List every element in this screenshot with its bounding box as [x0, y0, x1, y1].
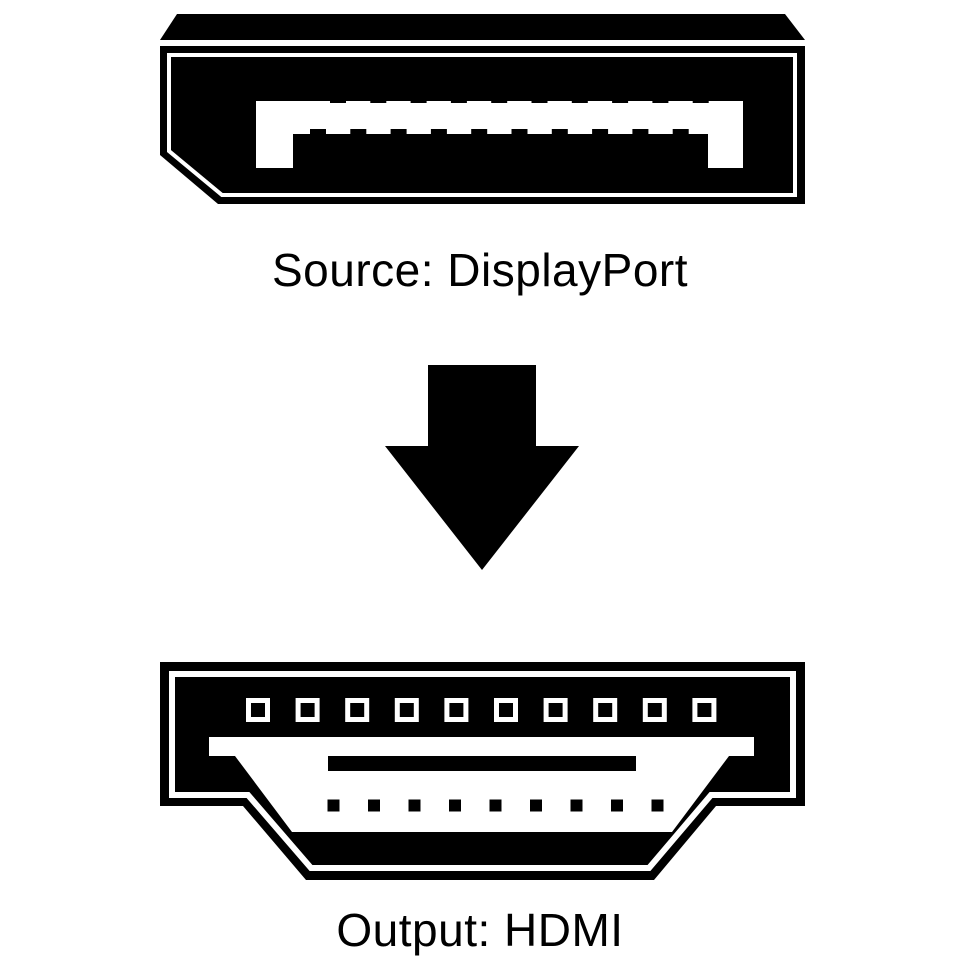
displayport-pins-top — [330, 94, 709, 103]
connector-pin — [652, 94, 669, 103]
hdmi-connector-icon — [160, 662, 805, 880]
connector-pin — [350, 129, 367, 138]
connector-pin — [444, 794, 466, 817]
connector-pin — [692, 94, 709, 103]
connector-pin — [593, 698, 618, 722]
connector-pin — [330, 94, 346, 103]
connector-pin — [444, 698, 469, 722]
connector-pin — [246, 698, 270, 722]
connector-pin — [363, 794, 385, 817]
hdmi-center-bar — [328, 756, 636, 771]
source-label: Source: DisplayPort — [272, 244, 688, 296]
connector-pin — [410, 94, 427, 103]
connector-pin — [632, 129, 649, 138]
connector-pin — [450, 94, 467, 103]
displayport-connector-icon — [160, 14, 805, 204]
connector-pin — [642, 698, 667, 722]
connector-pin — [543, 698, 568, 722]
connector-pin — [484, 794, 507, 817]
connector-pin — [295, 698, 320, 722]
connector-pin — [390, 129, 407, 138]
connector-pin — [370, 94, 387, 103]
connector-pin — [310, 129, 326, 138]
connector-pin — [565, 794, 588, 817]
connector-pin — [322, 794, 345, 817]
hdmi-pins-bottom — [322, 794, 669, 817]
connector-pin — [606, 794, 628, 817]
connector-pin — [430, 129, 447, 138]
hdmi-pins-top — [246, 698, 717, 722]
arrow-down-icon — [385, 365, 579, 570]
connector-pin — [511, 129, 528, 138]
displayport-pins-bottom — [310, 129, 689, 138]
connector-pin — [471, 129, 488, 138]
connector-pin — [525, 794, 547, 817]
connector-pin — [551, 129, 568, 138]
connector-pin — [394, 698, 419, 722]
output-label: Output: HDMI — [336, 904, 624, 956]
connector-pin — [491, 94, 508, 103]
connector-pin — [345, 698, 370, 722]
connector-pin — [571, 94, 588, 103]
connector-pin — [531, 94, 548, 103]
connector-pin — [612, 94, 629, 103]
connector-pin — [592, 129, 609, 138]
connector-pin — [672, 129, 689, 138]
connector-pin — [646, 794, 669, 817]
connector-pin — [403, 794, 426, 817]
connector-pin — [692, 698, 717, 722]
connector-pin — [494, 698, 518, 722]
